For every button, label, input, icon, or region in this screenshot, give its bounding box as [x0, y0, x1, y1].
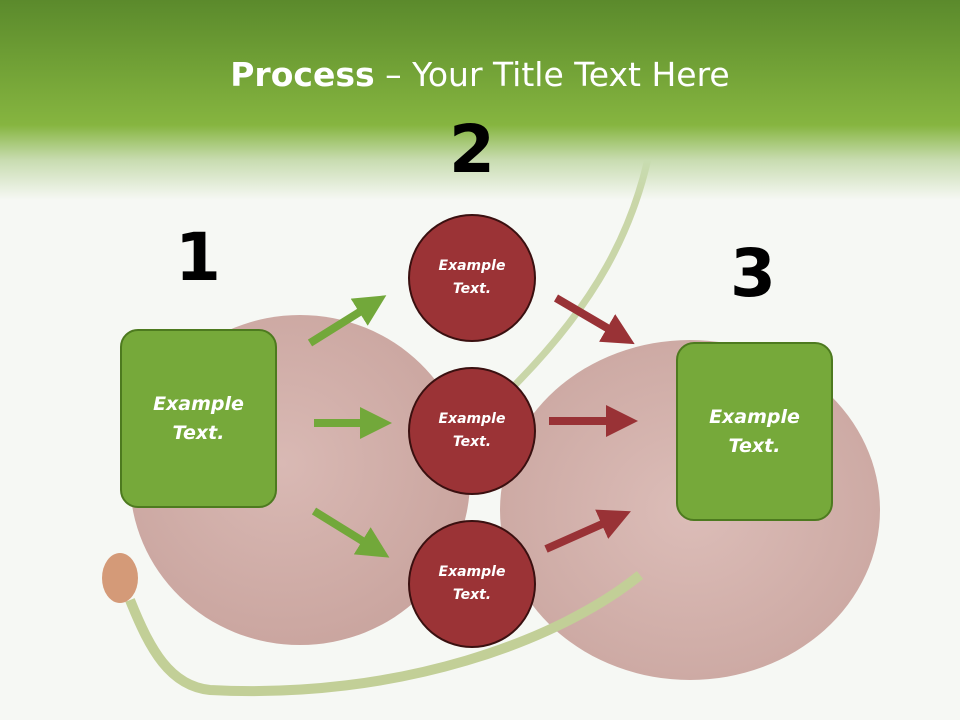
step-1-box: Example Text.: [120, 329, 277, 508]
step-2-label-top: Example Text.: [438, 258, 506, 297]
arrow-right-icon: [553, 294, 635, 345]
slide-title: Process – Your Title Text Here: [0, 52, 960, 98]
arrow-right-icon: [311, 507, 390, 558]
title-strong: Process: [230, 55, 375, 94]
step-2-circle-bottom: Example Text.: [408, 520, 536, 648]
step-number-1: 1: [175, 219, 221, 296]
title-rest: – Your Title Text Here: [374, 55, 730, 94]
step-2-circle-top: Example Text.: [408, 214, 536, 342]
header-band: [0, 0, 960, 200]
step-number-3: 3: [730, 235, 776, 312]
arrow-right-icon: [307, 295, 387, 347]
step-1-label: Example Text.: [153, 392, 244, 444]
step-3-box: Example Text.: [676, 342, 833, 521]
step-number-2: 2: [449, 111, 495, 188]
step-3-label: Example Text.: [709, 405, 800, 457]
step-2-circle-middle: Example Text.: [408, 367, 536, 495]
arrow-right-icon: [544, 509, 631, 553]
step-2-label-middle: Example Text.: [438, 411, 506, 450]
step-2-label-bottom: Example Text.: [438, 564, 506, 603]
